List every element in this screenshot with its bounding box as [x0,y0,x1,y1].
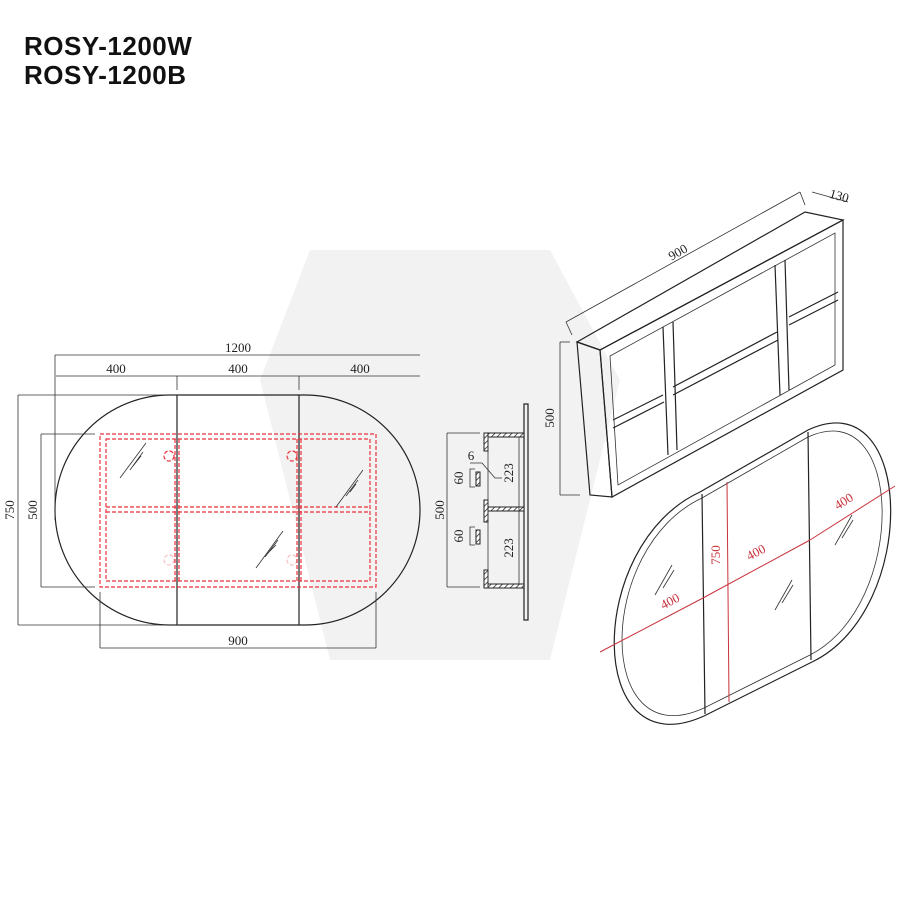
mirror-panel-section [523,403,529,621]
cabinet-top [575,211,845,351]
isometric-cabinet: 900 130 500 [542,186,851,498]
dim-hinge-offset: 60 [451,530,466,543]
dim-mirror-door-width: 400 [658,590,682,612]
dim-iso-depth: 130 [828,186,851,206]
cabinet-front [599,218,844,498]
dim-door-width: 400 [106,361,126,376]
glass-reflection-icon [654,514,854,611]
dim-mirror-door-width: 400 [744,541,768,563]
dimension-lines [559,191,849,496]
glass-reflection-icon [119,442,364,569]
watermark-logo [260,250,620,660]
dim-thickness: 6 [468,448,475,463]
model-titles: ROSY-1200W ROSY-1200B [24,32,192,90]
dim-shelf-height: 223 [501,463,516,483]
dim-cabinet-width: 900 [228,633,248,648]
dim-iso-height: 500 [542,408,557,428]
dimension-lines [17,354,420,649]
side-view: 500 6 60 60 223 223 [432,403,529,621]
dim-side-height: 500 [432,500,447,520]
mirror-outline [613,422,892,725]
dim-overall-width: 1200 [225,340,251,355]
isometric-mirror: 750 400 400 400 [599,422,896,725]
dim-mirror-door-width: 400 [831,490,855,513]
dim-cabinet-height: 500 [25,500,40,520]
dim-door-width: 400 [350,361,370,376]
model-title-white: ROSY-1200W [24,31,193,61]
dim-door-width: 400 [228,361,248,376]
dimension-lines [446,432,502,588]
dim-iso-width: 900 [666,241,690,264]
hidden-cabinet-outline [99,433,377,588]
dim-overall-height: 750 [2,500,17,520]
dim-hinge-offset: 60 [451,472,466,485]
model-title-black: ROSY-1200B [24,60,187,90]
dim-shelf-height: 223 [501,538,516,558]
dim-mirror-height: 750 [708,545,723,565]
front-view: 1200 400 400 400 750 500 900 [2,340,421,649]
